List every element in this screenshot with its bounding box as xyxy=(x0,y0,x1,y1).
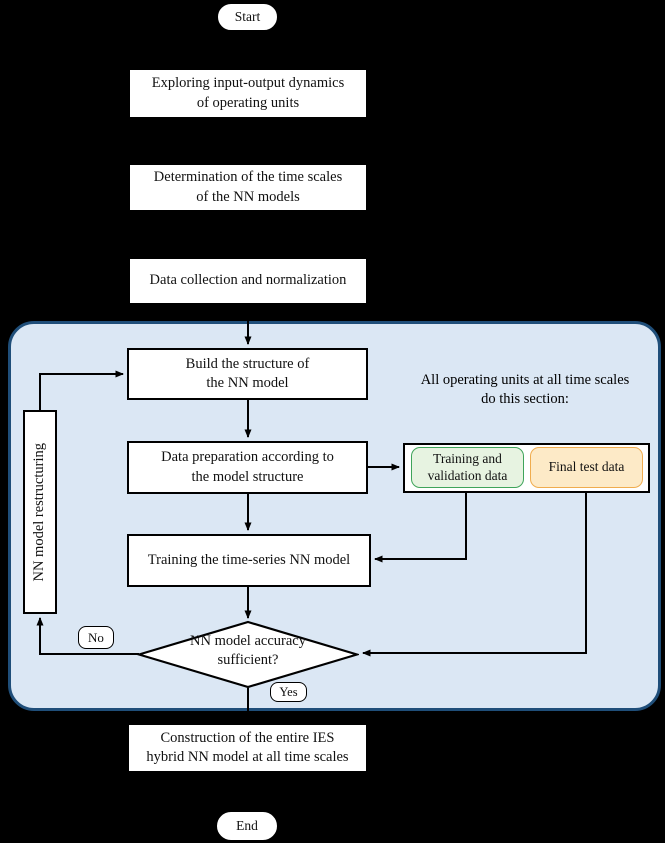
training-validation-data-label: Training and validation data xyxy=(427,450,508,483)
decision-yes-label: Yes xyxy=(270,682,307,702)
step-model-restructuring: NN model restructuring xyxy=(23,410,57,614)
start-label: Start xyxy=(234,9,261,24)
final-test-data-box: Final test data xyxy=(530,447,643,488)
step-construction: Construction of the entire IES hybrid NN… xyxy=(127,723,368,773)
section-note-text: All operating units at all time scales d… xyxy=(420,372,630,408)
step-build-structure-label: Build the structure of the NN model xyxy=(185,355,310,391)
step-build-structure: Build the structure of the NN model xyxy=(127,348,368,400)
final-test-data-label: Final test data xyxy=(548,459,625,475)
step-data-collection-label: Data collection and normalization xyxy=(149,272,347,289)
end-terminator: End xyxy=(216,811,278,841)
step-time-scales-label: Determination of the time scales of the … xyxy=(153,169,343,205)
decision-no-label: No xyxy=(78,626,114,649)
step-time-scales: Determination of the time scales of the … xyxy=(128,163,368,212)
start-terminator: Start xyxy=(217,3,278,31)
step-exploring-dynamics: Exploring input-output dynamics of opera… xyxy=(128,68,368,119)
step-data-collection: Data collection and normalization xyxy=(128,257,368,305)
step-training-model-label: Training the time-series NN model xyxy=(147,551,351,568)
decision-diamond xyxy=(137,620,359,689)
section-note: All operating units at all time scales d… xyxy=(400,352,650,409)
step-data-preparation: Data preparation according to the model … xyxy=(127,441,368,494)
yes-text: Yes xyxy=(279,684,298,699)
step-construction-label: Construction of the entire IES hybrid NN… xyxy=(146,729,349,765)
step-model-restructuring-label: NN model restructuring xyxy=(31,442,48,582)
decision-label: NN model accuracy sufficient? xyxy=(190,633,306,668)
no-text: No xyxy=(88,629,104,645)
step-data-preparation-label: Data preparation according to the model … xyxy=(161,449,334,485)
training-validation-data-box: Training and validation data xyxy=(411,447,524,488)
step-training-model: Training the time-series NN model xyxy=(127,534,371,587)
step-exploring-label: Exploring input-output dynamics of opera… xyxy=(151,75,345,111)
end-label: End xyxy=(236,818,258,833)
